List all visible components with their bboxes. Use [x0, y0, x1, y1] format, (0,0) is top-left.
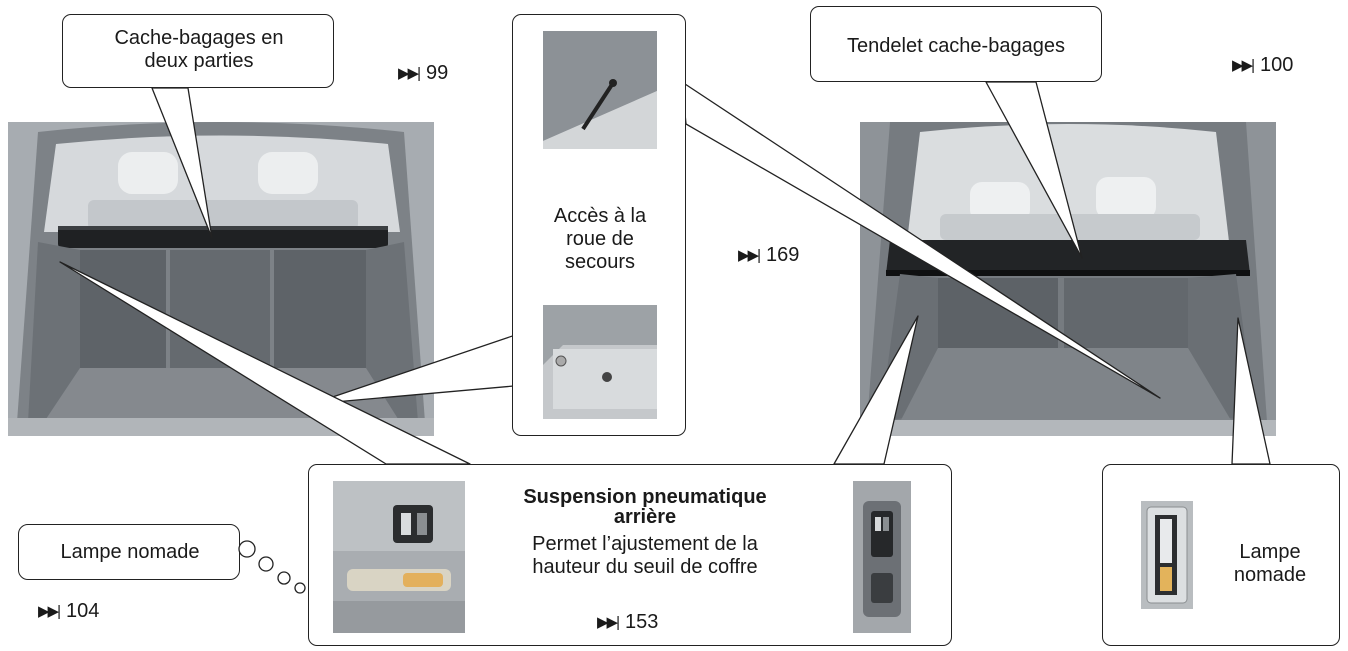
- suspension-text-block: Suspension pneumatique arrière Permet l’…: [477, 487, 813, 579]
- acces-roue-label: Accès à la roue de secours: [553, 205, 647, 273]
- page-ref-icon: ▶▶|: [1232, 57, 1255, 74]
- lampe-nomade-left-label: Lampe nomade: [60, 541, 200, 563]
- ref-lampe-nomade[interactable]: ▶▶|104: [38, 600, 99, 623]
- spare-wheel-photo-bottom: [543, 305, 657, 419]
- ref-tendelet-number: 100: [1259, 54, 1294, 76]
- right-trunk-photo: [860, 122, 1276, 436]
- ref-tendelet[interactable]: ▶▶|100: [1232, 54, 1293, 77]
- leader-suspension-right: [833, 315, 919, 465]
- thought-bubble-dots: [238, 540, 306, 594]
- leader-suspension-left: [59, 261, 471, 465]
- lamp-photo: [1141, 501, 1193, 609]
- page-ref-icon: ▶▶|: [738, 247, 761, 264]
- callout-lampe-nomade-right: Lampe nomade: [1102, 464, 1340, 646]
- callout-lampe-nomade-left: Lampe nomade: [18, 524, 240, 580]
- page-ref-icon: ▶▶|: [38, 603, 61, 620]
- suspension-description: Permet l’ajustement de la hauteur du seu…: [532, 533, 758, 578]
- ref-roue-secours[interactable]: ▶▶|169: [738, 244, 799, 267]
- suspension-switch-photo-right: [853, 481, 911, 633]
- ref-suspension[interactable]: ▶▶|153: [597, 611, 658, 634]
- callout-acces-roue: Accès à la roue de secours: [512, 14, 686, 436]
- callout-suspension: Suspension pneumatique arrière Permet l’…: [308, 464, 952, 646]
- lampe-nomade-right-label: Lampe nomade: [1233, 541, 1307, 586]
- ref-cache-bagages-number: 99: [425, 62, 449, 84]
- suspension-title: Suspension pneumatique arrière: [523, 486, 767, 528]
- page-ref-icon: ▶▶|: [597, 614, 620, 631]
- leader-cache-bagages: [151, 87, 213, 239]
- spare-wheel-photo-top: [543, 31, 657, 149]
- suspension-switch-photo-left: [333, 481, 465, 633]
- ref-suspension-number: 153: [624, 611, 659, 633]
- leader-roue-left: [311, 327, 537, 405]
- leader-lampe-right: [1231, 317, 1271, 465]
- callout-cache-bagages: Cache-bagages en deux parties: [62, 14, 334, 88]
- leader-tendelet: [985, 81, 1083, 259]
- cache-bagages-label: Cache-bagages en deux parties: [114, 27, 284, 72]
- callout-tendelet: Tendelet cache-bagages: [810, 6, 1102, 82]
- ref-lampe-nomade-number: 104: [65, 600, 100, 622]
- page-ref-icon: ▶▶|: [398, 65, 421, 82]
- tendelet-label: Tendelet cache-bagages: [847, 35, 1065, 57]
- ref-cache-bagages[interactable]: ▶▶|99: [398, 62, 448, 85]
- ref-roue-secours-number: 169: [765, 244, 800, 266]
- leader-roue-right: [681, 81, 1161, 399]
